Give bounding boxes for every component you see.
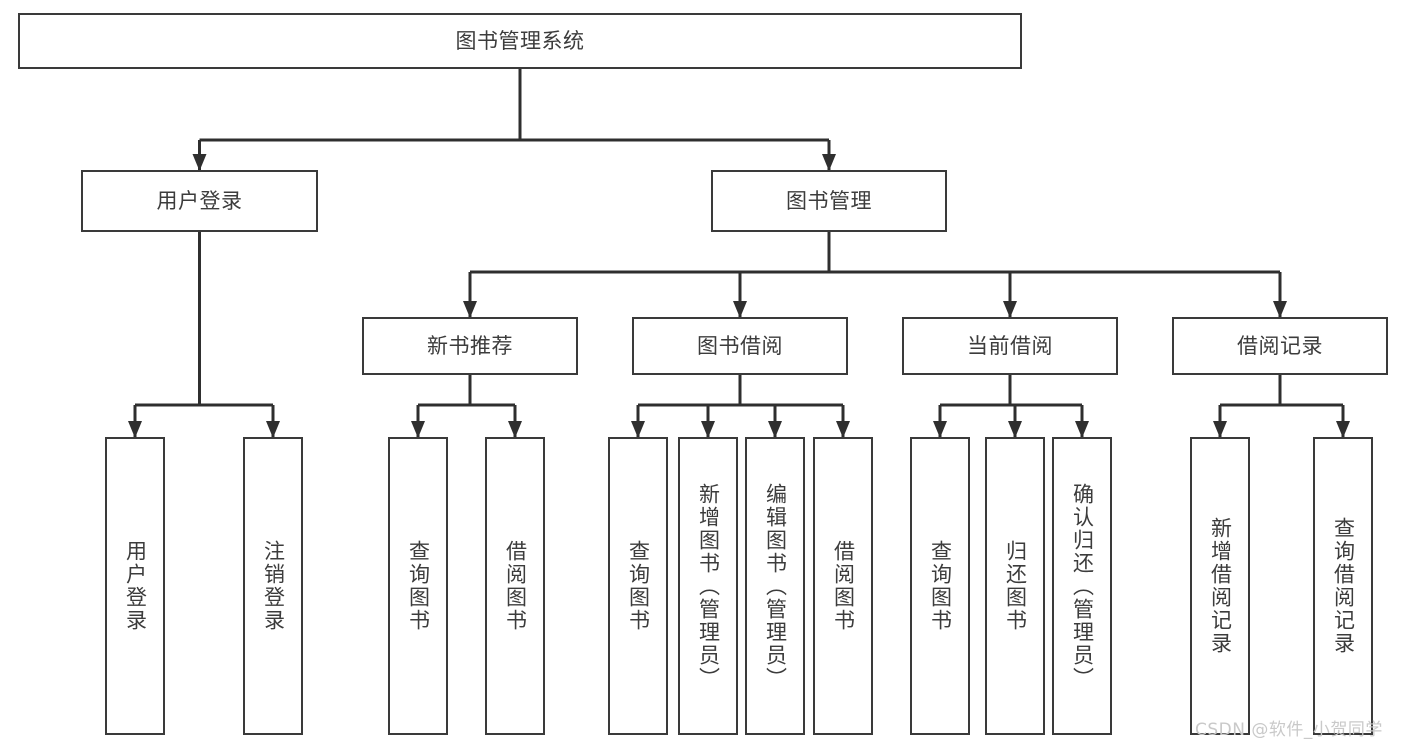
arrowhead-icon bbox=[266, 421, 280, 438]
node-leaf-return-book[interactable]: 归还图书 bbox=[985, 437, 1045, 735]
node-leaf-edit-book[interactable]: 编辑图书（管理员） bbox=[745, 437, 805, 735]
arrowhead-icon bbox=[836, 421, 850, 438]
arrowhead-icon bbox=[822, 154, 836, 171]
node-leaf-confirm-return[interactable]: 确认归还（管理员） bbox=[1052, 437, 1112, 735]
node-label: 查询图书 bbox=[626, 540, 651, 632]
arrowhead-icon bbox=[128, 421, 142, 438]
node-label: 借阅图书 bbox=[503, 540, 528, 632]
node-label: 图书管理 bbox=[786, 188, 872, 213]
arrowhead-icon bbox=[1075, 421, 1089, 438]
node-l3-new-book-rec[interactable]: 新书推荐 bbox=[362, 317, 578, 375]
node-leaf-add-book[interactable]: 新增图书（管理员） bbox=[678, 437, 738, 735]
node-label: 用户登录 bbox=[123, 540, 148, 632]
node-label: 查询图书 bbox=[406, 540, 431, 632]
node-leaf-borrow-book-b[interactable]: 借阅图书 bbox=[813, 437, 873, 735]
arrowhead-icon bbox=[631, 421, 645, 438]
node-leaf-query-book-a[interactable]: 查询图书 bbox=[388, 437, 448, 735]
node-leaf-add-record[interactable]: 新增借阅记录 bbox=[1190, 437, 1250, 735]
arrowhead-icon bbox=[1273, 301, 1287, 318]
node-leaf-query-book-c[interactable]: 查询图书 bbox=[910, 437, 970, 735]
node-l2-user-login[interactable]: 用户登录 bbox=[81, 170, 318, 232]
arrowhead-icon bbox=[733, 301, 747, 318]
node-l2-book-mgmt[interactable]: 图书管理 bbox=[711, 170, 947, 232]
node-leaf-query-record[interactable]: 查询借阅记录 bbox=[1313, 437, 1373, 735]
node-leaf-user-login[interactable]: 用户登录 bbox=[105, 437, 165, 735]
node-label: 编辑图书（管理员） bbox=[763, 482, 788, 690]
arrowhead-icon bbox=[1003, 301, 1017, 318]
node-label: 查询图书 bbox=[928, 540, 953, 632]
arrowhead-icon bbox=[1008, 421, 1022, 438]
node-leaf-query-book-b[interactable]: 查询图书 bbox=[608, 437, 668, 735]
node-label: 当前借阅 bbox=[967, 333, 1053, 358]
arrowhead-icon bbox=[508, 421, 522, 438]
node-label: 用户登录 bbox=[156, 188, 243, 213]
node-label: 查询借阅记录 bbox=[1331, 517, 1356, 655]
node-l3-current-borrow[interactable]: 当前借阅 bbox=[902, 317, 1118, 375]
arrowhead-icon bbox=[1213, 421, 1227, 438]
arrowhead-icon bbox=[1336, 421, 1350, 438]
node-label: 图书管理系统 bbox=[455, 28, 585, 53]
arrowhead-icon bbox=[768, 421, 782, 438]
arrowhead-icon bbox=[463, 301, 477, 318]
arrowhead-icon bbox=[192, 154, 207, 171]
node-l3-book-borrow[interactable]: 图书借阅 bbox=[632, 317, 848, 375]
arrowhead-icon bbox=[933, 421, 947, 438]
node-label: 借阅图书 bbox=[831, 540, 856, 632]
node-label: 借阅记录 bbox=[1237, 333, 1323, 358]
arrowhead-icon bbox=[411, 421, 425, 438]
node-root[interactable]: 图书管理系统 bbox=[18, 13, 1022, 69]
node-label: 新增借阅记录 bbox=[1208, 517, 1233, 655]
node-l3-borrow-record[interactable]: 借阅记录 bbox=[1172, 317, 1388, 375]
node-leaf-borrow-book-a[interactable]: 借阅图书 bbox=[485, 437, 545, 735]
node-leaf-logout[interactable]: 注销登录 bbox=[243, 437, 303, 735]
node-label: 归还图书 bbox=[1003, 540, 1028, 632]
node-label: 确认归还（管理员） bbox=[1070, 482, 1095, 690]
node-label: 图书借阅 bbox=[697, 333, 783, 358]
node-label: 注销登录 bbox=[261, 540, 286, 632]
node-label: 新书推荐 bbox=[427, 333, 513, 358]
node-label: 新增图书（管理员） bbox=[696, 482, 721, 690]
arrowhead-icon bbox=[701, 421, 715, 438]
